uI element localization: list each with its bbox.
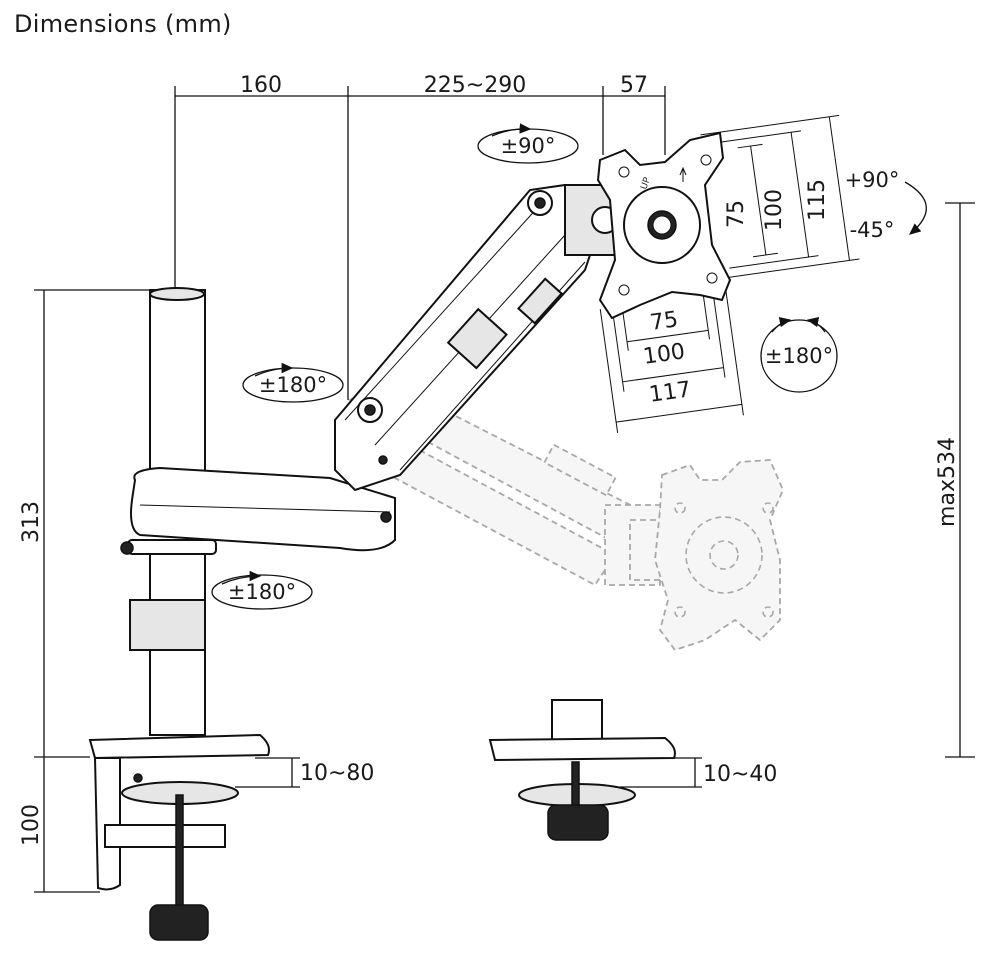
tilt-up: +90° [845, 168, 900, 192]
rotation-base: ±180° [228, 580, 296, 604]
tilt-down: -45° [850, 218, 895, 242]
dim-pole-height: 313 [19, 501, 44, 543]
rotation-elbow: ±180° [259, 373, 327, 397]
pole-assembly [120, 287, 217, 736]
dim-vesa-100-vertical: 100 [762, 189, 787, 231]
dim-grommet-range: 10~40 [703, 762, 777, 787]
dim-arm-length: 160 [240, 73, 282, 98]
plate-up-label: UP [639, 176, 653, 191]
dim-max-height: max534 [935, 437, 960, 527]
dim-clamp-range: 10~80 [300, 761, 374, 786]
dim-vesa-offset: 57 [620, 73, 648, 98]
dim-plate-115: 115 [805, 179, 830, 221]
dim-vesa-75-vertical: 75 [724, 200, 749, 228]
diagram-title: Dimensions (mm) [14, 10, 232, 38]
dimension-lines [34, 86, 975, 893]
lower-arm [130, 466, 396, 552]
c-clamp [88, 733, 270, 941]
rotation-vesa: ±90° [501, 134, 556, 158]
grommet-mount [488, 699, 676, 841]
dim-vesa-100-horizontal: 100 [642, 339, 687, 370]
dim-arm-extension: 225~290 [424, 73, 526, 98]
rotation-screen: ±180° [765, 344, 833, 368]
ghost-arm-position [348, 378, 784, 652]
dim-clamp-height: 100 [19, 804, 44, 846]
vesa-plate [596, 131, 732, 320]
dim-plate-117: 117 [648, 377, 693, 408]
rotation-indicators [211, 123, 927, 610]
dim-vesa-75-horizontal: 75 [648, 307, 679, 336]
